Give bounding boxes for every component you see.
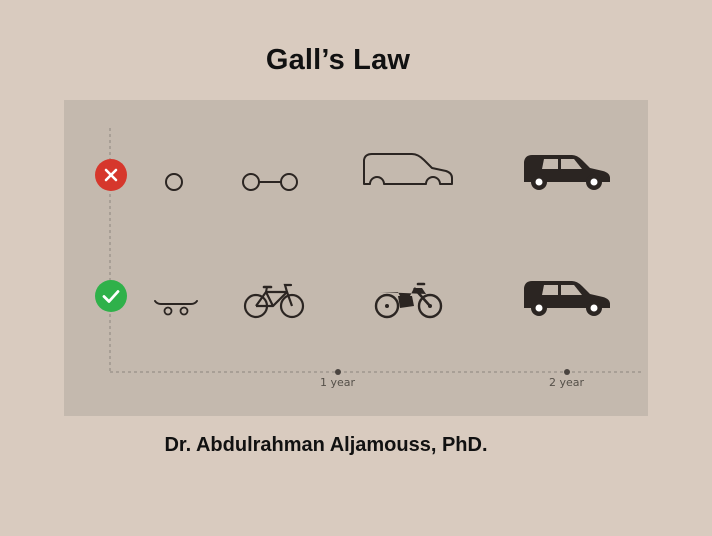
page-title: Gall’s Law (265, 44, 411, 76)
check-icon (95, 280, 127, 312)
motorcycle-icon (374, 282, 443, 319)
tick-label-2-year: 2 year (549, 376, 585, 389)
tick-mark-1 (335, 369, 341, 375)
author-credit: Dr. Abdulrahman Aljamouss, PhD. (164, 434, 488, 456)
skateboard-icon (154, 300, 198, 316)
circle-icon (165, 173, 183, 191)
tick-label-1-year: 1 year (320, 376, 356, 389)
car-outline-icon (363, 153, 453, 185)
diagram-panel: 1 year 2 year (64, 100, 648, 416)
car-icon (524, 155, 610, 190)
two-circles-icon (242, 173, 298, 191)
bicycle-icon (243, 283, 305, 319)
timeline-axes (109, 128, 642, 375)
car-icon (524, 281, 610, 316)
tick-mark-2 (564, 369, 570, 375)
cross-icon (95, 159, 127, 191)
